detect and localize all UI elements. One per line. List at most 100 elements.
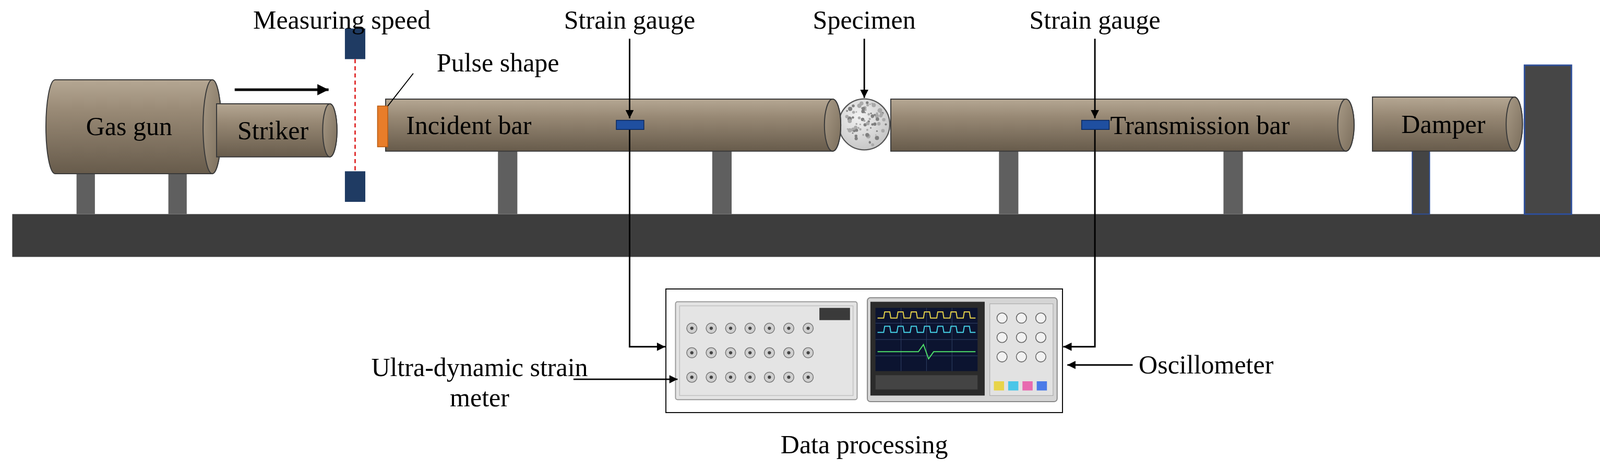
knob-center xyxy=(786,351,791,355)
texture-dot xyxy=(869,127,872,129)
gauge-wire xyxy=(628,129,631,151)
knob-ring xyxy=(686,372,698,383)
knob xyxy=(1016,313,1028,324)
texture-dot xyxy=(866,128,869,131)
knob-center xyxy=(786,326,791,330)
knob-center xyxy=(729,351,733,355)
knob-ring xyxy=(686,348,698,359)
knob xyxy=(706,323,717,334)
knob xyxy=(764,348,775,359)
knob-ring xyxy=(744,348,756,359)
knob-ring xyxy=(803,323,814,334)
texture-dot xyxy=(870,143,875,147)
knob-center xyxy=(748,351,752,355)
knob-ring xyxy=(764,372,775,383)
knob xyxy=(783,323,795,334)
knob xyxy=(764,323,775,334)
knob xyxy=(783,348,795,359)
support-leg xyxy=(1412,148,1430,214)
texture-dot xyxy=(868,117,871,121)
device-body xyxy=(675,302,857,401)
signal-wire xyxy=(629,150,665,347)
knob xyxy=(1016,351,1028,363)
knob xyxy=(1016,332,1028,343)
knob-ring xyxy=(706,348,717,359)
texture-dot xyxy=(869,112,872,115)
leader-arrow xyxy=(573,378,678,381)
knob-ring xyxy=(764,348,775,359)
channel-button xyxy=(1036,381,1048,391)
texture-dot xyxy=(863,119,866,122)
support-leg xyxy=(998,148,1019,214)
texture-dot xyxy=(854,128,858,133)
knob-center xyxy=(767,375,771,379)
strain-meter-device xyxy=(675,302,857,401)
knob-ring xyxy=(686,323,698,334)
knob xyxy=(706,372,717,383)
knob-center xyxy=(709,375,713,379)
leader-arrow xyxy=(863,38,866,98)
device-display xyxy=(819,307,851,320)
knob-center xyxy=(806,351,810,355)
texture-dot xyxy=(845,114,850,119)
knob xyxy=(996,351,1008,363)
transmission-bar: Transmission bar xyxy=(890,99,1355,152)
knob-center xyxy=(690,326,694,330)
bar-label: Incident bar xyxy=(385,99,841,152)
knob xyxy=(725,323,736,334)
box-caption: Data processing xyxy=(666,428,1063,461)
texture-dot xyxy=(865,133,869,137)
signal-trace xyxy=(877,344,976,360)
connector-group xyxy=(629,150,1095,347)
channel-button xyxy=(1008,381,1019,391)
signal-trace xyxy=(877,326,976,333)
knob xyxy=(803,348,814,359)
scope-screen xyxy=(875,307,978,372)
texture-dot xyxy=(864,109,867,112)
texture-dot xyxy=(859,123,862,126)
specimen-texture xyxy=(845,101,888,147)
knob-center xyxy=(709,326,713,330)
cylinder-body xyxy=(45,79,222,174)
channel-button xyxy=(994,381,1005,391)
leader-arrow xyxy=(628,38,631,118)
device-label: Oscillometer xyxy=(1138,350,1274,381)
knob-ring xyxy=(783,323,795,334)
texture-dot xyxy=(857,116,861,119)
knob-center xyxy=(806,326,810,330)
knob-ring xyxy=(725,323,736,334)
texture-dot xyxy=(870,123,874,126)
texture-dot xyxy=(852,111,856,115)
knob-center xyxy=(690,351,694,355)
knob xyxy=(725,348,736,359)
knob xyxy=(706,348,717,359)
texture-dot xyxy=(881,117,886,122)
knob-group xyxy=(996,313,1046,363)
ground-base xyxy=(12,213,1600,257)
texture-dot xyxy=(847,118,852,124)
knob-center xyxy=(786,375,791,379)
knob-ring xyxy=(803,348,814,359)
support-leg xyxy=(168,171,187,214)
support-leg xyxy=(76,171,95,214)
knob xyxy=(725,372,736,383)
texture-dot xyxy=(877,122,881,126)
texture-dot xyxy=(858,128,862,131)
knob-center xyxy=(767,326,771,330)
texture-dot xyxy=(873,122,877,126)
texture-dot xyxy=(867,113,870,116)
texture-dot xyxy=(855,123,858,126)
knob-ring xyxy=(744,323,756,334)
texture-dot xyxy=(871,102,874,105)
knob xyxy=(783,372,795,383)
texture-dot xyxy=(855,111,858,113)
knob xyxy=(744,372,756,383)
texture-dot xyxy=(854,134,858,138)
texture-dot xyxy=(861,109,865,114)
cylinder-end xyxy=(322,103,337,158)
strain-gauge xyxy=(616,120,644,130)
cylinder-body xyxy=(1372,97,1523,152)
channel-button xyxy=(1022,381,1033,391)
